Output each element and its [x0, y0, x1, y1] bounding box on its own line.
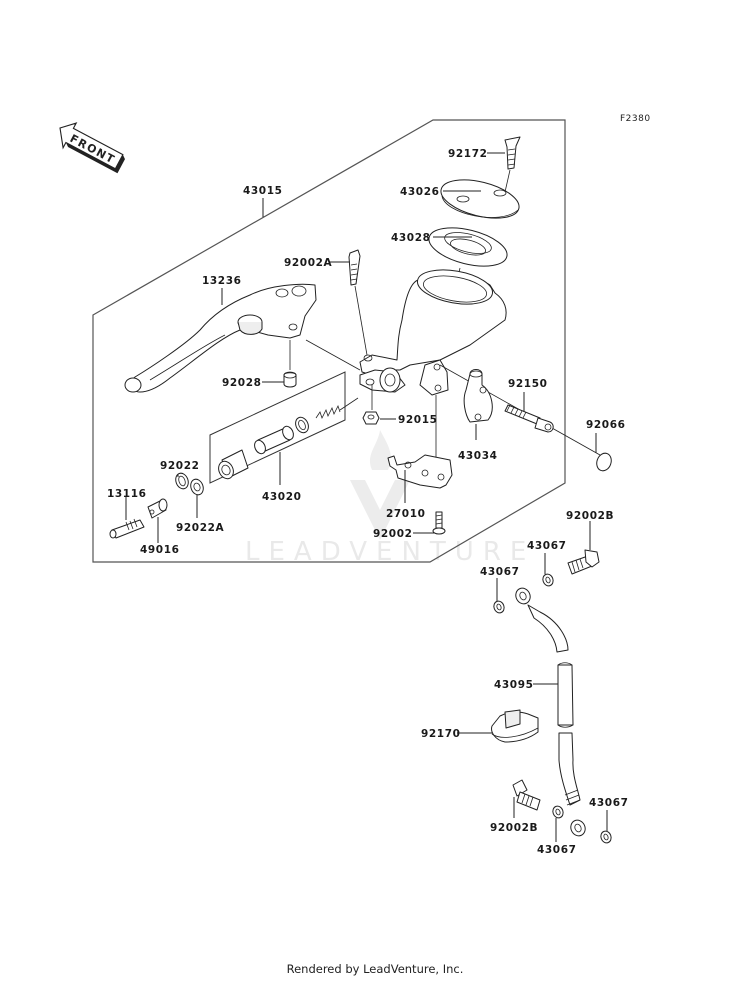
part-92002B-bolt-top [567, 549, 600, 575]
label-92002B-top[interactable]: 92002B [566, 510, 614, 522]
piston-kit-box-outline [209, 371, 346, 484]
part-92022A-washer [190, 478, 204, 496]
leader-lines [125, 152, 608, 842]
label-43067-c[interactable]: 43067 [537, 844, 577, 856]
label-43015[interactable]: 43015 [243, 185, 283, 197]
part-13116-push-rod [109, 518, 145, 539]
label-43034[interactable]: 43034 [458, 450, 498, 462]
part-92172-screw [504, 136, 521, 193]
label-43026[interactable]: 43026 [400, 186, 440, 198]
part-92002B-bolt-bottom [512, 779, 541, 811]
part-43026-cap [440, 179, 520, 219]
label-13116[interactable]: 13116 [107, 488, 147, 500]
label-92002[interactable]: 92002 [373, 528, 413, 540]
label-43067-d[interactable]: 43067 [589, 797, 629, 809]
label-92002A[interactable]: 92002A [284, 257, 333, 269]
part-49016-boot [147, 498, 168, 519]
watermark-logo-icon [350, 480, 410, 540]
part-92022-circlip [175, 472, 189, 490]
assembly-box-outline [92, 119, 566, 563]
part-43095-hose [515, 587, 586, 837]
part-13236-lever [124, 283, 317, 393]
label-92170[interactable]: 92170 [421, 728, 461, 740]
label-92015[interactable]: 92015 [398, 414, 438, 426]
label-43028[interactable]: 43028 [391, 232, 431, 244]
part-92015-nut [362, 411, 380, 425]
label-92022[interactable]: 92022 [160, 460, 200, 472]
part-43034-clamp [463, 369, 493, 423]
label-92002B-bottom[interactable]: 92002B [490, 822, 538, 834]
footer-credit: Rendered by LeadVenture, Inc. [286, 962, 464, 976]
label-92150[interactable]: 92150 [508, 378, 548, 390]
label-49016[interactable]: 49016 [140, 544, 180, 556]
label-92022A[interactable]: 92022A [176, 522, 225, 534]
part-92150-bolt [504, 404, 554, 433]
part-43067-washer-c [552, 805, 564, 819]
figure-code: F2380 [620, 114, 651, 124]
part-43067-washer-d [600, 830, 612, 844]
front-arrow-icon: FRONT [59, 122, 125, 174]
part-27010-switch [387, 454, 453, 489]
label-92028[interactable]: 92028 [222, 377, 262, 389]
part-92002A-screw [348, 249, 368, 356]
part-master-cylinder-body [305, 269, 601, 478]
label-43095[interactable]: 43095 [494, 679, 534, 691]
label-13236[interactable]: 13236 [202, 275, 242, 287]
label-43067-b[interactable]: 43067 [480, 566, 520, 578]
label-92172[interactable]: 92172 [448, 148, 488, 160]
label-27010[interactable]: 27010 [386, 508, 426, 520]
part-92028-cap [283, 371, 297, 388]
label-43067-a[interactable]: 43067 [527, 540, 567, 552]
part-43020-piston-kit [218, 397, 359, 480]
part-labels: 43015 92172 43026 43028 92002A 13236 920… [107, 148, 629, 856]
part-92002-screw [432, 511, 446, 535]
label-92066[interactable]: 92066 [586, 419, 626, 431]
part-92170-clamp [491, 709, 539, 743]
label-43020[interactable]: 43020 [262, 491, 302, 503]
part-43067-washer-a [542, 573, 554, 587]
part-43067-washer-b [493, 600, 505, 614]
part-92066-cap [596, 452, 612, 472]
